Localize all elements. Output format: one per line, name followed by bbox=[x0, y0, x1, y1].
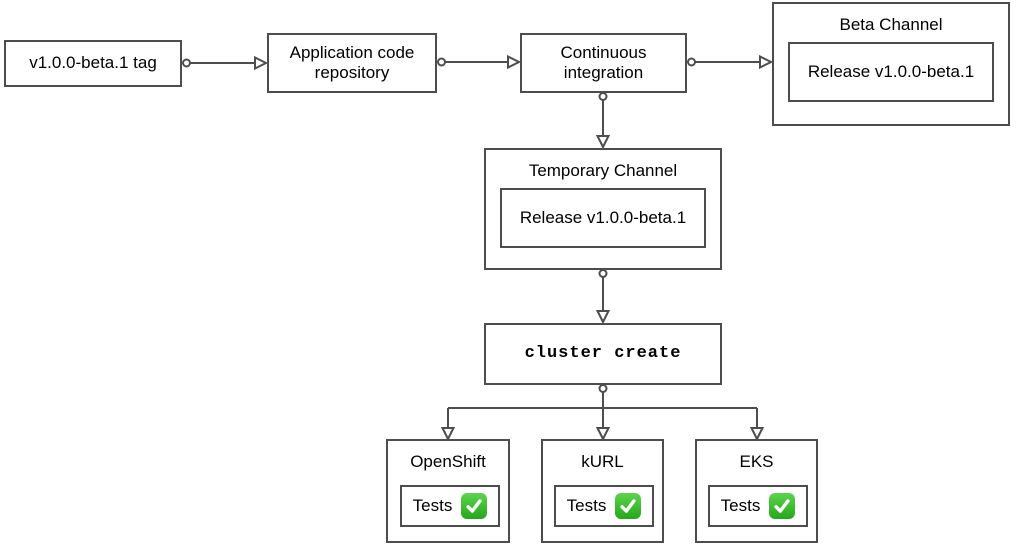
node-continuous-integration: Continuous integration bbox=[520, 33, 687, 93]
node-version-tag: v1.0.0-beta.1 tag bbox=[4, 40, 182, 87]
edge-temp-to-cluster-create bbox=[595, 269, 611, 325]
edge-tag-to-repo bbox=[182, 55, 269, 71]
tests-box: Tests bbox=[400, 485, 500, 527]
node-label: Application code repository bbox=[289, 42, 415, 82]
node-label: cluster create bbox=[524, 343, 682, 363]
edge-ci-to-temp bbox=[595, 92, 611, 150]
group-title: OpenShift bbox=[410, 452, 486, 471]
release-label: Release v1.0.0-beta.1 bbox=[807, 61, 975, 81]
check-mark-button-icon bbox=[769, 493, 796, 519]
node-cluster-create: cluster create bbox=[484, 323, 722, 385]
tests-label: Tests bbox=[412, 495, 453, 515]
node-cluster-kurl: kURL Tests bbox=[541, 439, 664, 543]
tests-box: Tests bbox=[554, 485, 654, 527]
node-label: v1.0.0-beta.1 tag bbox=[29, 53, 157, 73]
tests-label: Tests bbox=[720, 495, 761, 515]
node-cluster-eks: EKS Tests bbox=[695, 439, 818, 543]
edge-repo-to-ci bbox=[437, 54, 522, 70]
node-release-beta: Release v1.0.0-beta.1 bbox=[788, 42, 994, 102]
tests-box: Tests bbox=[708, 485, 808, 527]
node-beta-channel: Beta Channel Release v1.0.0-beta.1 bbox=[772, 2, 1010, 126]
group-title: EKS bbox=[739, 452, 774, 471]
tests-label: Tests bbox=[566, 495, 607, 515]
node-label: Continuous integration bbox=[560, 42, 647, 82]
release-label: Release v1.0.0-beta.1 bbox=[519, 207, 687, 227]
node-release-temporary: Release v1.0.0-beta.1 bbox=[500, 188, 706, 248]
group-title: Beta Channel bbox=[839, 15, 943, 34]
edge-ci-to-beta bbox=[687, 54, 774, 70]
node-cluster-openshift: OpenShift Tests bbox=[386, 439, 510, 543]
check-mark-button-icon bbox=[615, 493, 642, 519]
group-title: Temporary Channel bbox=[528, 161, 678, 180]
edge-cluster-create-to-clusters bbox=[440, 384, 765, 442]
group-title: kURL bbox=[581, 452, 624, 471]
node-application-code-repository: Application code repository bbox=[267, 33, 437, 93]
check-mark-button-icon bbox=[461, 493, 488, 519]
node-temporary-channel: Temporary Channel Release v1.0.0-beta.1 bbox=[484, 148, 722, 270]
